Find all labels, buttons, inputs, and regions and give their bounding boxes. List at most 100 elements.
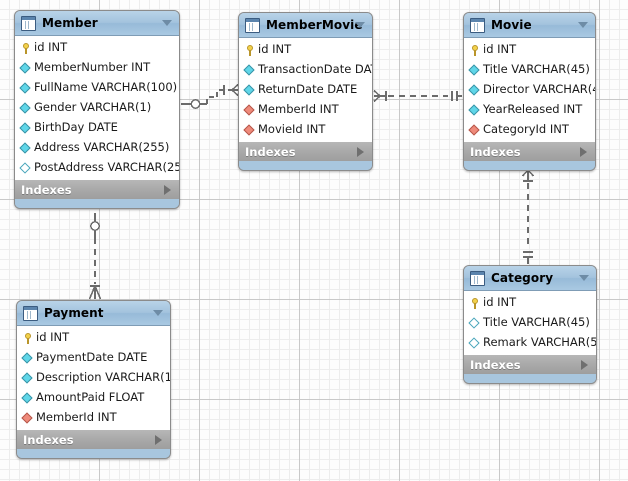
column-label: id INT: [34, 40, 68, 55]
table-category[interactable]: Category id INT Title VARCHAR(45) Remark VA…: [463, 265, 597, 384]
diamond-icon: [19, 102, 32, 115]
column-label: AmountPaid FLOAT: [36, 390, 145, 405]
column-row[interactable]: YearReleased INT: [464, 100, 595, 120]
column-row[interactable]: MemberId INT: [17, 408, 170, 428]
table-membermovie[interactable]: MemberMovie id INT TransactionDate DATE Ret…: [238, 12, 373, 171]
chevron-down-icon[interactable]: [579, 275, 589, 281]
column-label: BirthDay DATE: [34, 120, 118, 135]
chevron-down-icon[interactable]: [355, 22, 365, 28]
key-icon: [468, 44, 481, 57]
table-footer: [239, 161, 372, 170]
relationship-member-membermovie: [181, 83, 239, 109]
table-header[interactable]: Member: [15, 11, 179, 36]
expand-right-icon[interactable]: [164, 185, 171, 195]
diamond-outline-icon: [468, 317, 481, 330]
column-row[interactable]: Gender VARCHAR(1): [15, 98, 179, 118]
table-icon: [470, 17, 485, 33]
expand-right-icon[interactable]: [581, 360, 588, 370]
indexes-section[interactable]: Indexes: [15, 179, 179, 199]
indexes-label: Indexes: [21, 182, 72, 197]
diamond-icon: [19, 122, 32, 135]
column-row[interactable]: id INT: [464, 40, 595, 60]
diamond-icon: [468, 64, 481, 77]
column-label: MemberNumber INT: [34, 60, 151, 75]
column-label: Remark VARCHAR(500): [483, 335, 597, 350]
column-label: Title VARCHAR(45): [483, 62, 590, 77]
table-icon: [470, 270, 485, 286]
key-icon: [243, 44, 256, 57]
column-row[interactable]: TransactionDate DATE: [239, 60, 372, 80]
column-row[interactable]: AmountPaid FLOAT: [17, 388, 170, 408]
diamond-icon: [243, 64, 256, 77]
column-row[interactable]: CategoryId INT: [464, 120, 595, 140]
column-label: Description VARCHAR(100): [36, 370, 171, 385]
column-label: PaymentDate DATE: [36, 350, 148, 365]
diamond-icon: [243, 84, 256, 97]
column-label: Title VARCHAR(45): [483, 315, 590, 330]
table-header[interactable]: MemberMovie: [239, 13, 372, 38]
table-title: Category: [491, 271, 554, 285]
chevron-down-icon[interactable]: [162, 20, 172, 26]
column-row[interactable]: FullName VARCHAR(100): [15, 78, 179, 98]
column-label: ReturnDate DATE: [258, 82, 358, 97]
column-row[interactable]: id INT: [464, 293, 596, 313]
relationship-membermovie-movie: [373, 89, 462, 103]
table-icon: [21, 15, 36, 31]
column-row[interactable]: Title VARCHAR(45): [464, 60, 595, 80]
table-footer: [17, 449, 170, 458]
table-header[interactable]: Movie: [464, 13, 595, 38]
column-row[interactable]: Director VARCHAR(45): [464, 80, 595, 100]
expand-right-icon[interactable]: [357, 147, 364, 157]
table-header[interactable]: Category: [464, 266, 596, 291]
column-row[interactable]: MemberNumber INT: [15, 58, 179, 78]
column-row[interactable]: ReturnDate DATE: [239, 80, 372, 100]
diamond-outline-icon: [19, 162, 32, 175]
column-row[interactable]: PostAddress VARCHAR(255): [15, 158, 179, 178]
diamond-red-icon: [468, 124, 481, 137]
column-list: id INT TransactionDate DATE ReturnDate DAT…: [239, 38, 372, 141]
column-row[interactable]: id INT: [15, 38, 179, 58]
chevron-down-icon[interactable]: [153, 310, 163, 316]
diamond-icon: [19, 82, 32, 95]
table-header[interactable]: Payment: [17, 301, 170, 326]
column-row[interactable]: BirthDay DATE: [15, 118, 179, 138]
column-row[interactable]: id INT: [17, 328, 170, 348]
column-row[interactable]: Title VARCHAR(45): [464, 313, 596, 333]
indexes-label: Indexes: [23, 432, 74, 447]
diamond-icon: [21, 352, 34, 365]
column-label: TransactionDate DATE: [258, 62, 373, 77]
column-row[interactable]: Remark VARCHAR(500): [464, 333, 596, 353]
indexes-section[interactable]: Indexes: [464, 141, 595, 161]
chevron-down-icon[interactable]: [578, 22, 588, 28]
table-footer: [464, 161, 595, 170]
column-label: id INT: [483, 295, 517, 310]
column-row[interactable]: PaymentDate DATE: [17, 348, 170, 368]
column-row[interactable]: Address VARCHAR(255): [15, 138, 179, 158]
column-label: id INT: [258, 42, 292, 57]
diamond-red-icon: [243, 124, 256, 137]
column-row[interactable]: id INT: [239, 40, 372, 60]
indexes-section[interactable]: Indexes: [239, 141, 372, 161]
table-footer: [15, 199, 179, 208]
table-movie[interactable]: Movie id INT Title VARCHAR(45) Director VAR…: [463, 12, 596, 171]
column-row[interactable]: MovieId INT: [239, 120, 372, 140]
column-row[interactable]: Description VARCHAR(100): [17, 368, 170, 388]
column-label: CategoryId INT: [483, 122, 569, 137]
table-title: Movie: [491, 18, 532, 32]
indexes-section[interactable]: Indexes: [464, 354, 596, 374]
relationship-member-payment: [88, 213, 102, 300]
expand-right-icon[interactable]: [155, 435, 162, 445]
expand-right-icon[interactable]: [580, 147, 587, 157]
column-label: MemberId INT: [36, 410, 117, 425]
column-row[interactable]: MemberId INT: [239, 100, 372, 120]
indexes-section[interactable]: Indexes: [17, 429, 170, 449]
column-list: id INT PaymentDate DATE Description VARCHA…: [17, 326, 170, 429]
diamond-icon: [468, 84, 481, 97]
table-title: Member: [42, 16, 98, 30]
diamond-icon: [19, 142, 32, 155]
table-member[interactable]: Member id INT MemberNumber INT FullName VAR…: [14, 10, 180, 209]
indexes-label: Indexes: [470, 357, 521, 372]
table-icon: [23, 305, 38, 321]
